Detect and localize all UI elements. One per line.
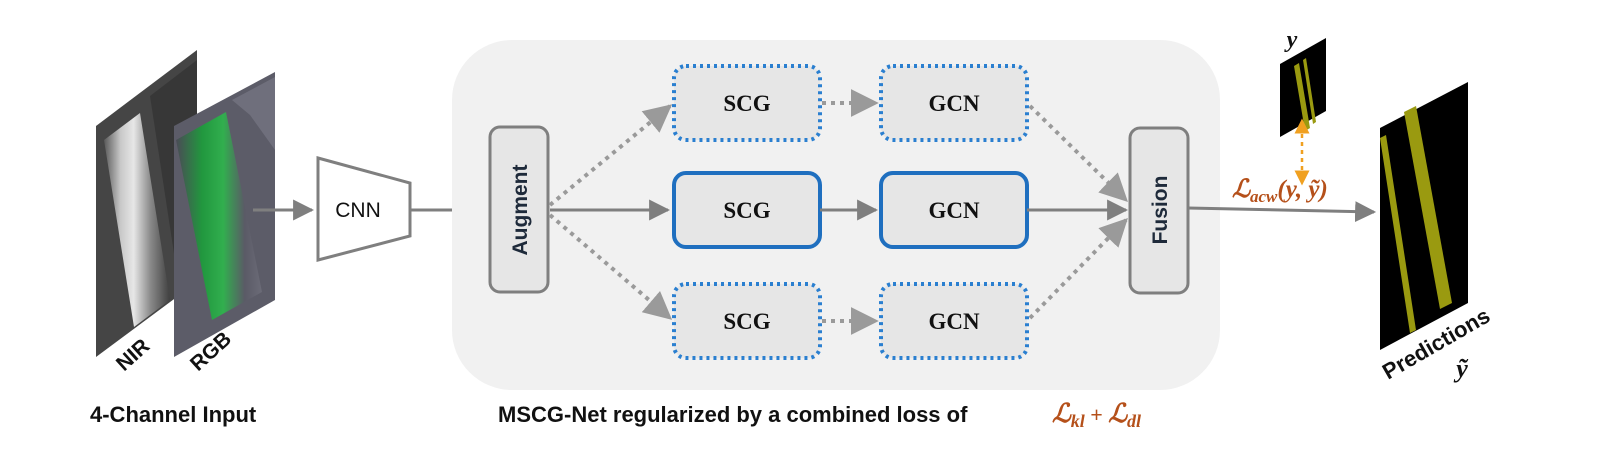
loss-dl-sub: dl [1127,411,1141,431]
acw-args: (y, ỹ) [1277,176,1327,203]
input-caption: 4-Channel Input [90,402,257,427]
augment-label: Augment [509,165,532,256]
scg-label-top: SCG [723,91,770,116]
cnn-block [316,156,412,262]
gcn-label-middle: GCN [928,198,980,223]
scg-block-top [672,64,822,142]
loss-plus: + [1085,402,1109,427]
rgb-image [174,72,275,357]
predictions-mask [1380,82,1468,350]
network-caption: MSCG-Net regularized by a combined loss … [498,402,968,427]
network-caption-text: MSCG-Net regularized by a combined loss … [498,402,968,427]
gcn-block-bottom [879,282,1029,360]
ground-truth-mask [1280,38,1326,137]
fusion-label: Fusion [1149,176,1172,245]
nir-label: NIR [112,334,154,375]
augment-block [488,125,550,294]
acw-symbol: ℒ [1232,176,1251,203]
arrow-fusion-predictions [1187,201,1377,223]
arrow-gcn-fusion-top [1028,104,1129,202]
gcn-block-top [879,64,1029,142]
mscg-panel [452,40,1220,390]
network-loss: ℒkl + ℒdl [1052,399,1141,431]
arrow-augment-top [548,104,673,207]
nir-image [96,50,197,357]
loss-dl-symbol: ℒ [1108,399,1128,428]
acw-sub: acw [1250,187,1278,206]
scg-label-bottom: SCG [723,309,770,334]
cnn-label: CNN [335,199,381,222]
acw-loss: ℒacw(y, ỹ) [1232,176,1328,206]
gcn-label-top: GCN [928,91,980,116]
scg-block-bottom [672,282,822,360]
scg-label-middle: SCG [723,198,770,223]
fusion-block [1128,126,1190,295]
loss-kl-symbol: ℒ [1052,399,1072,428]
predictions-symbol: ỹ [1453,354,1469,383]
loss-kl-sub: kl [1071,411,1085,431]
ground-truth-label: y [1284,27,1298,53]
gcn-label-bottom: GCN [928,309,980,334]
